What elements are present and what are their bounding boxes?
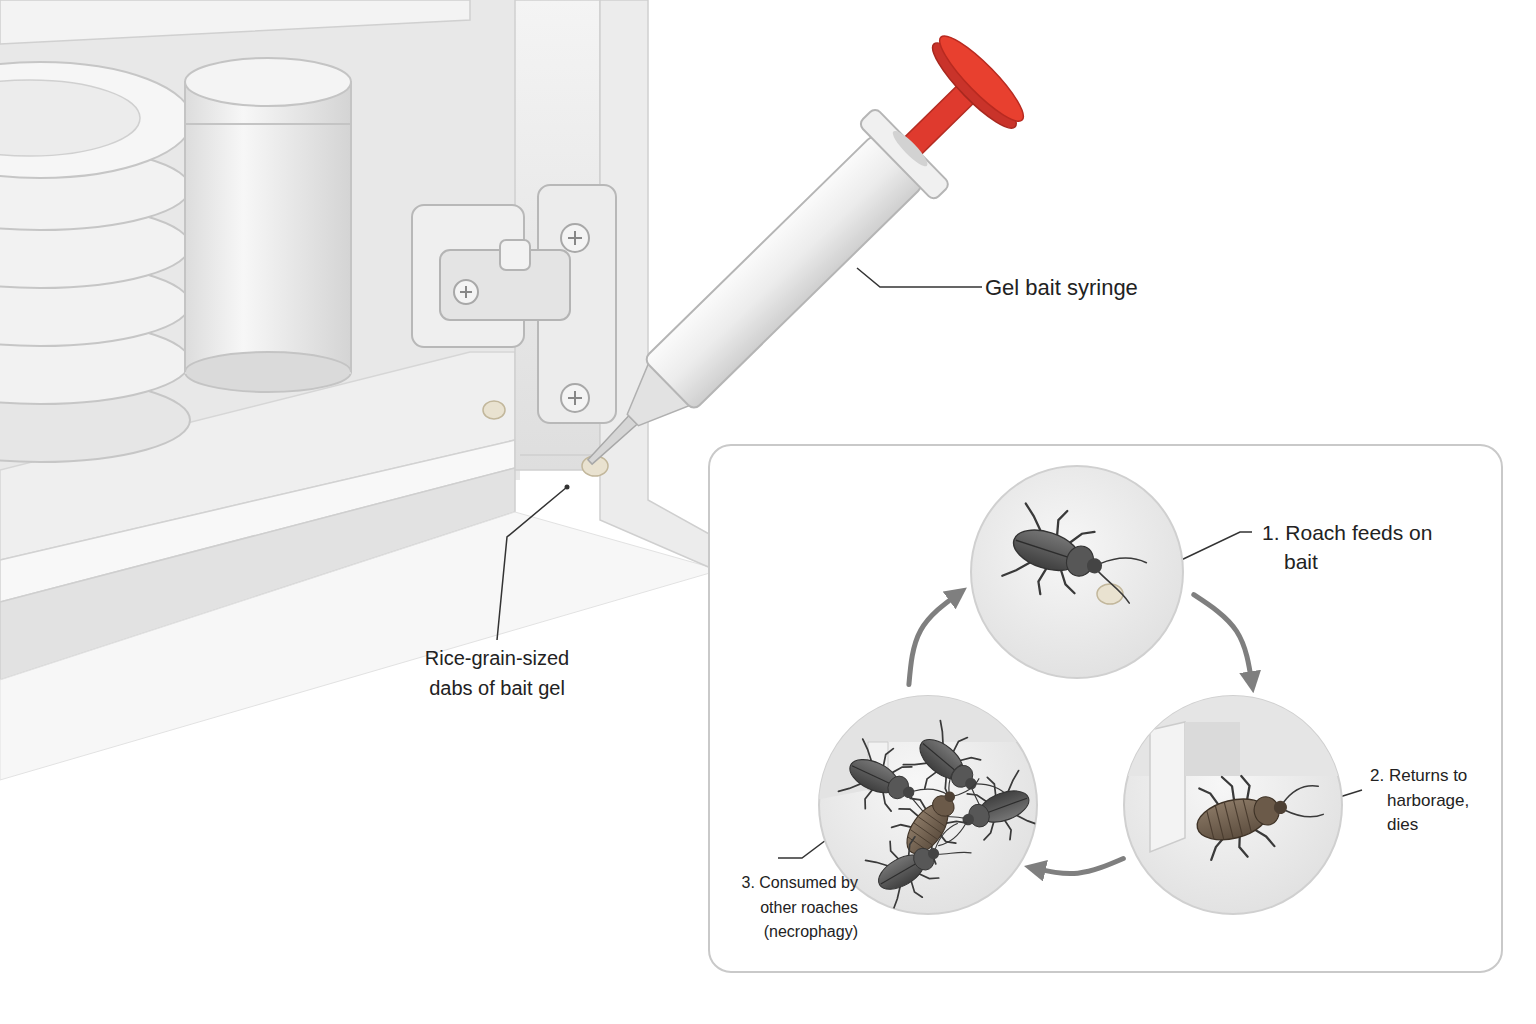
cabinet-lip-top bbox=[0, 440, 515, 602]
syringe-cone bbox=[612, 362, 691, 441]
leader-line bbox=[497, 487, 567, 640]
gel-dab bbox=[1097, 584, 1123, 604]
necrophagy-scene bbox=[815, 690, 1040, 913]
screw bbox=[561, 384, 589, 412]
cabinet-top-shelf bbox=[0, 0, 470, 44]
screw bbox=[454, 280, 478, 304]
plate bbox=[0, 320, 190, 404]
step-circle bbox=[1124, 696, 1342, 914]
syringe-bore bbox=[889, 127, 931, 170]
leader-dot bbox=[565, 485, 570, 490]
syringe-flange bbox=[858, 107, 951, 201]
harborage-wall bbox=[1120, 690, 1350, 776]
canister-base bbox=[185, 352, 351, 392]
step-caption: 3. Consumed by other roaches (necrophagy… bbox=[704, 871, 858, 945]
syringe-plunger-rod bbox=[902, 76, 985, 158]
plate-well bbox=[0, 80, 140, 156]
step-circle bbox=[971, 466, 1183, 678]
inset-panel bbox=[709, 445, 1502, 972]
canister-top bbox=[185, 58, 351, 106]
step-node: 3. Consumed by other roaches (necrophagy… bbox=[818, 695, 1038, 915]
cycle-arrow bbox=[909, 593, 960, 685]
step-caption: 2. Returns to harborage, dies bbox=[1370, 764, 1499, 838]
plate bbox=[0, 204, 190, 288]
plunger-disk-side bbox=[924, 34, 1025, 136]
dead-roach bbox=[1187, 755, 1331, 867]
roach bbox=[837, 735, 956, 838]
cabinet-stile bbox=[515, 0, 600, 470]
cabinet-back-wall bbox=[0, 0, 520, 480]
leader-line bbox=[1177, 532, 1252, 562]
roach bbox=[922, 767, 1039, 864]
harborage-gap bbox=[1185, 722, 1240, 776]
screw bbox=[561, 224, 589, 252]
step-circle-outline bbox=[970, 465, 1184, 679]
harborage-scene bbox=[1120, 690, 1350, 867]
screw-slot bbox=[568, 231, 582, 245]
hinge-plate bbox=[538, 185, 616, 423]
plate bbox=[0, 62, 192, 178]
syringe-nozzle bbox=[586, 416, 637, 467]
callout-label: Gel bait syringe bbox=[985, 274, 1205, 302]
frame-joint bbox=[520, 454, 600, 456]
screw-slot bbox=[460, 286, 472, 298]
plate bbox=[0, 262, 190, 346]
hinge-mount bbox=[412, 205, 524, 347]
corner-wall bbox=[815, 690, 1040, 800]
canister-body bbox=[185, 82, 351, 372]
harborage-panel bbox=[1150, 722, 1185, 852]
canister-lid bbox=[185, 82, 351, 124]
corner-edge bbox=[868, 742, 888, 790]
canister bbox=[185, 58, 351, 392]
hinge bbox=[412, 185, 616, 423]
feeding-scene bbox=[1001, 498, 1154, 622]
step-node: 1. Roach feeds on bait bbox=[970, 465, 1184, 679]
step-node: 2. Returns to harborage, dies bbox=[1123, 695, 1343, 915]
cycle-arrow bbox=[1033, 858, 1124, 873]
dead-roach bbox=[883, 750, 995, 870]
gel-syringe bbox=[549, 27, 1032, 503]
step-caption: 1. Roach feeds on bait bbox=[1262, 518, 1449, 576]
cabinet-floor bbox=[0, 352, 515, 560]
plate bbox=[0, 378, 190, 462]
hinge-arm bbox=[440, 250, 570, 320]
leader-line bbox=[857, 268, 982, 287]
cabinet-door-edge bbox=[600, 0, 720, 572]
cycle-arrow bbox=[1194, 595, 1252, 685]
canister-base-fill bbox=[185, 372, 351, 374]
gel-dab bbox=[582, 456, 608, 476]
screw-slot bbox=[568, 391, 582, 405]
callout-label: Rice-grain-sized dabs of bait gel bbox=[402, 643, 592, 703]
step-circle-outline bbox=[1123, 695, 1343, 915]
cabinet-base-shadow bbox=[0, 512, 720, 780]
plunger-disk bbox=[931, 27, 1032, 129]
syringe-barrel bbox=[643, 134, 923, 411]
roach bbox=[863, 808, 980, 913]
plate-stack bbox=[0, 62, 192, 462]
roach bbox=[901, 717, 1021, 833]
plate bbox=[0, 146, 190, 230]
gel-dab bbox=[483, 401, 505, 419]
roach bbox=[1001, 498, 1154, 622]
hinge-knuckle bbox=[500, 240, 530, 270]
